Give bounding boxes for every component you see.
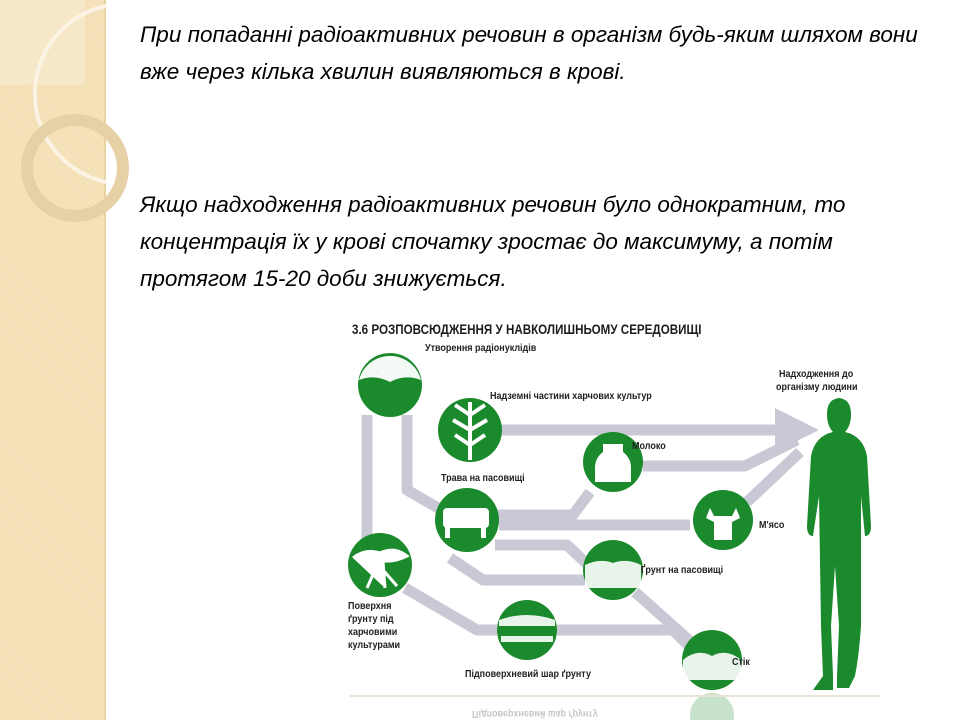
label-runoff: Стік xyxy=(732,657,750,668)
diagram-title: 3.6 РОЗПОВСЮДЖЕННЯ У НАВКОЛИШНЬОМУ СЕРЕД… xyxy=(352,322,702,337)
paragraph-blood: При попаданні радіоактивних речовин в ор… xyxy=(140,22,918,84)
path-roots-subsurface xyxy=(402,583,497,636)
diagram-bottom-edge xyxy=(350,695,880,697)
paragraph-concentration: Якщо надходження радіоактивних речовин б… xyxy=(140,192,846,291)
label-surface-4: культурами xyxy=(348,640,401,651)
label-surface-1: Поверхня xyxy=(348,601,392,612)
path-grass-pasture-2 xyxy=(446,553,585,586)
path-pasture-runoff xyxy=(631,587,695,647)
path-subsurface-runoff xyxy=(557,624,693,650)
path-milk-human xyxy=(643,435,800,472)
decorative-rings xyxy=(0,0,129,222)
human-silhouette-icon xyxy=(807,398,871,690)
label-milk: Молоко xyxy=(632,441,666,452)
subsurface-circle-icon xyxy=(497,600,557,660)
flow-paths xyxy=(361,408,819,650)
radionuclide-spread-diagram: 3.6 РОЗПОВСЮДЖЕННЯ У НАВКОЛИШНЬОМУ СЕРЕД… xyxy=(345,320,885,720)
label-human-1: Надходження до xyxy=(779,369,854,380)
reflection-circle xyxy=(690,693,734,720)
diagram-graphics xyxy=(348,353,871,720)
label-human-2: організму людини xyxy=(776,382,858,393)
label-subsurface-reflection: Підповерхневий шар ґрунту xyxy=(471,708,598,719)
path-grass-milk xyxy=(495,488,595,521)
label-grass: Трава на пасовищі xyxy=(441,473,525,484)
path-grass-pasture xyxy=(495,539,591,568)
label-meat: М'ясо xyxy=(759,520,785,531)
label-pasture-soil: Ґрунт на пасовищі xyxy=(641,565,724,576)
label-formation: Утворення радіонуклідів xyxy=(425,343,537,354)
path-meat-human xyxy=(743,447,804,507)
label-crops: Надземні частини харчових культур xyxy=(490,391,652,402)
label-subsurface: Підповерхневий шар ґрунту xyxy=(465,669,591,680)
label-surface-3: харчовими xyxy=(348,627,398,638)
strip-edge xyxy=(104,0,106,720)
path-source-grass xyxy=(401,415,448,517)
label-surface-2: ґрунту під xyxy=(348,614,394,625)
